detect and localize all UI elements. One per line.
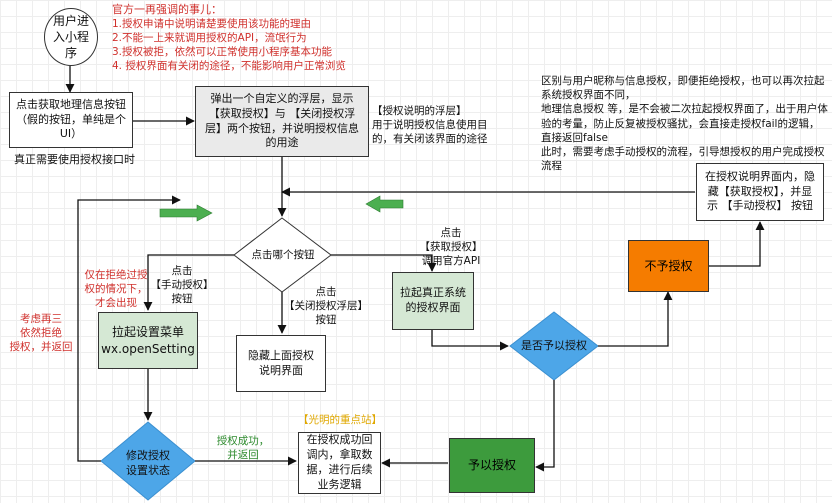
click-location-node: 点击获取地理信息按钮 （假的按钮，单纯是个 UI） — [9, 92, 133, 148]
official-note-3: 3.授权被拒，依然可以正常使用小程序基本功能 — [112, 46, 333, 58]
consider-deny-note: 考虑再三 依然拒绝 授权，并返回 — [9, 313, 73, 354]
edge-deny-to-manual — [709, 221, 765, 267]
hide-popup-node: 隐藏上面授权 说明界面 — [236, 335, 326, 392]
real-need-note: 真正需要使用授权接口时 — [14, 153, 135, 166]
system-auth-node: 拉起真正系统 的授权界面 — [392, 272, 474, 330]
modify-status-label: 修改授权 设置状态 — [126, 449, 170, 477]
edge-granted-to-deny — [598, 291, 673, 347]
granted-q-label: 是否予以授权 — [521, 339, 587, 352]
open-setting-node: 拉起设置菜单 wx.openSetting — [98, 312, 198, 369]
edge-diamond-to-opensetting — [143, 254, 234, 311]
edge-system-to-granted — [431, 330, 509, 351]
click-close-label: 点击 【关闭授权浮层】 按钮 — [284, 286, 368, 327]
edge-granted-to-grant — [535, 380, 555, 472]
difference-note: 区别与用户昵称与信息授权，即便拒绝授权，也可以再次拉起 系统授权界面不同， 地理… — [541, 75, 828, 173]
click-manual-label: 点击 【手动授权】 按钮 — [150, 265, 214, 306]
success-callback-node: 在授权成功回 调内，拿取数 据，进行后续 业务逻辑 — [298, 432, 381, 494]
only-after-deny-note: 仅在拒绝过授 权的情况下， 才会出现 — [84, 269, 148, 310]
modify-status-diamond — [100, 421, 196, 501]
click-get-label: 点击 【获取授权】 调用官方API — [419, 227, 483, 268]
auth-desc-note: 【授权说明的浮层】 用于说明授权信息使用目 的，有关闭该界面的途径 — [372, 105, 488, 146]
popup-node: 弹出一个自定义的浮层，显示 【获取授权】与 【关闭授权浮 层】两个按钮，并说明授… — [195, 86, 369, 157]
which-button-label: 点击哪个按钮 — [251, 249, 315, 261]
edge-diamond-to-system — [331, 254, 437, 272]
official-note-title: 官方一再强调的事儿： — [112, 3, 222, 16]
official-note-1: 1.授权申请中说明请楚要使用该功能的理由 — [112, 18, 312, 30]
watermark-note: 【光明的重点站】 — [298, 414, 382, 426]
deny-node: 不予授权 — [628, 240, 709, 292]
green-arrow-right — [159, 204, 213, 222]
auth-success-note: 授权成功， 并返回 — [216, 435, 270, 462]
grant-node: 予以授权 — [449, 438, 535, 493]
green-arrow-left — [365, 195, 404, 213]
hide-show-manual-node: 在授权说明界面内，隐 藏【获取授权】，并显 示 【手动授权】 按钮 — [696, 163, 824, 221]
start-node: 用户进 入小程 序 — [44, 8, 98, 66]
official-note-2: 2.不能一上来就调用授权的API，流氓行为 — [112, 32, 307, 44]
official-note-4: 4. 授权界面有关闭的途径，不能影响用户正常浏览 — [112, 60, 346, 72]
edge-modify-back-to-top — [77, 195, 181, 462]
